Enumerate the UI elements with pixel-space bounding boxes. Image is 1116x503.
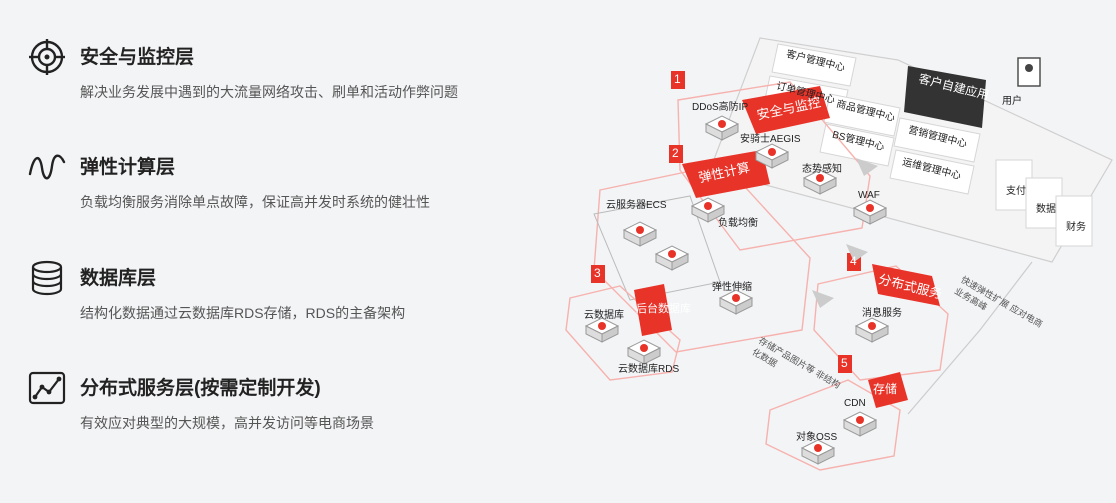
section-tag: 后台数据库	[636, 303, 691, 315]
architecture-diagram: 客户自建应用 用户 客户管理中心 订单管理中心 商品管理中心 BS管理中心 营销…	[560, 0, 1116, 503]
service-cubes	[584, 115, 890, 465]
section-1-frame	[677, 81, 871, 251]
section-number: 1	[674, 72, 681, 86]
section-number: 2	[672, 146, 679, 160]
section-4-tag	[872, 264, 940, 306]
service-item: DDoS高防IP	[692, 102, 749, 113]
service-label: 数据	[1036, 204, 1056, 215]
service-item: 云数据库RDS	[618, 364, 680, 375]
section-4-frame	[813, 265, 949, 381]
section-number: 3	[594, 266, 601, 280]
service-item: 消息服务	[862, 308, 902, 319]
section-1-tag	[742, 86, 830, 134]
section-3-tag	[634, 284, 672, 336]
service-item: 态势感知	[802, 164, 842, 175]
service-item: 云服务器ECS	[606, 200, 667, 211]
wave-icon	[28, 154, 66, 180]
feature-list: 安全与监控层 解决业务发展中遇到的大流量网络攻击、刷单和活动作弊问题 弹性计算层…	[28, 39, 458, 431]
section-5-frame	[765, 379, 901, 471]
service-label: 支付	[1006, 186, 1026, 197]
chart-icon	[28, 371, 66, 405]
user-label: 用户	[1002, 96, 1022, 107]
flow-arrows	[812, 158, 878, 308]
module-cells	[763, 43, 981, 195]
small-service-boxes	[995, 159, 1093, 247]
section-2-tag	[682, 150, 770, 198]
ecs-box	[593, 195, 721, 301]
section-3-frame	[565, 285, 681, 381]
connector-line	[907, 261, 1033, 415]
section-5-tag	[868, 372, 908, 408]
feature-desc: 有效应对典型的大规模，高并发访问等电商场景	[80, 415, 374, 431]
feature-title: 弹性计算层	[80, 157, 176, 178]
feature-title: 安全与监控层	[80, 47, 195, 68]
service-item: CDN	[844, 398, 866, 409]
service-item: 对象OSS	[796, 432, 838, 443]
service-label: 财务	[1066, 222, 1086, 233]
client-app-header	[904, 66, 986, 128]
diagram-shapes	[565, 37, 1113, 471]
feature-desc: 结构化数据通过云数据库RDS存储，RDS的主备架构	[80, 305, 406, 321]
section-tag: 存储	[873, 382, 898, 396]
feature-title: 分布式服务层(按需定制开发)	[80, 378, 321, 399]
service-item: 弹性伸缩	[712, 282, 752, 293]
feature-title: 数据库层	[80, 268, 157, 289]
database-icon	[31, 260, 63, 296]
target-icon	[29, 39, 65, 75]
feature-desc: 解决业务发展中遇到的大流量网络攻击、刷单和活动作弊问题	[80, 84, 458, 100]
section-number: 4	[850, 254, 857, 268]
service-item: 安骑士AEGIS	[740, 134, 801, 145]
service-item: 云数据库	[584, 310, 624, 321]
feature-desc: 负载均衡服务消除单点故障，保证高并发时系统的健壮性	[80, 194, 430, 210]
service-item: WAF	[858, 190, 880, 201]
service-item: 负载均衡	[718, 218, 758, 229]
section-number: 5	[841, 356, 848, 370]
